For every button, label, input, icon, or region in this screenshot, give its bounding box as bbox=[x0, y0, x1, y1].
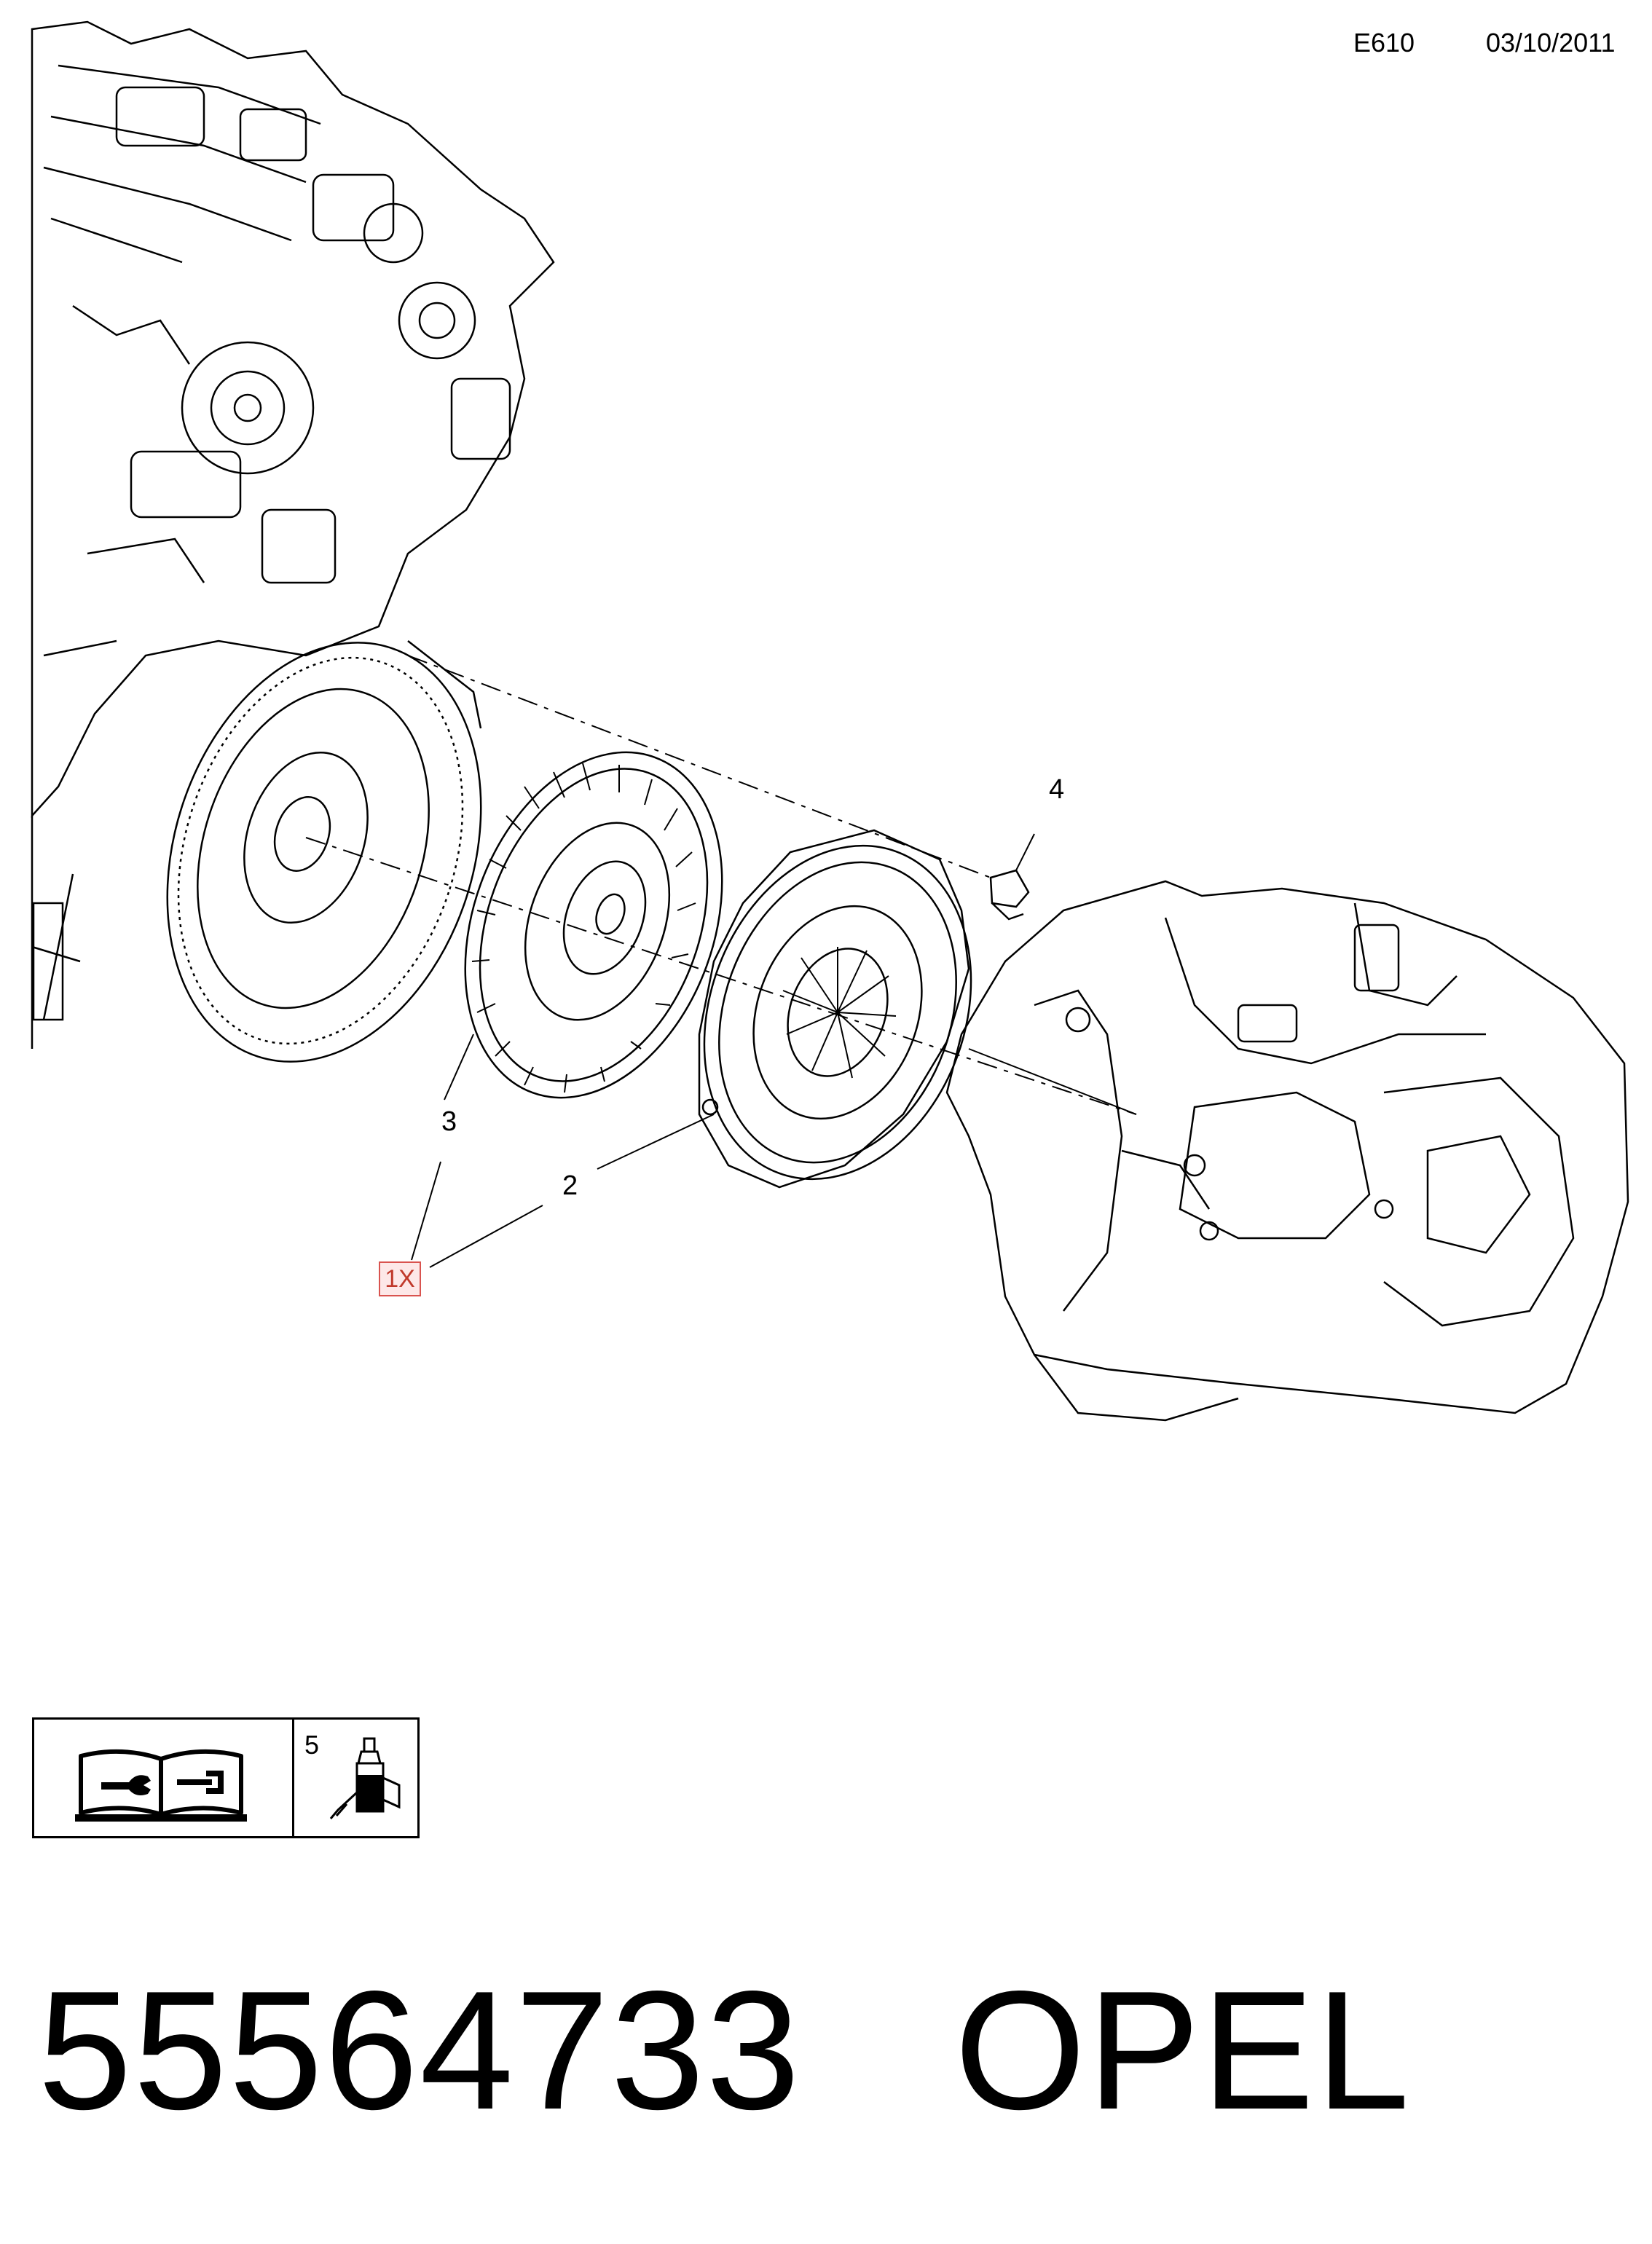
drawing-date: 03/10/2011 bbox=[1486, 28, 1616, 58]
brand-name: OPEL bbox=[954, 1956, 1412, 2145]
part-number: 55564733 bbox=[38, 1956, 802, 2145]
legend-manual-cell bbox=[34, 1720, 294, 1836]
flywheel bbox=[166, 640, 482, 1063]
callout-bolt: 4 bbox=[1049, 774, 1064, 805]
legend-table: 5 bbox=[32, 1717, 420, 1838]
transmission bbox=[945, 880, 1629, 1422]
bolt bbox=[989, 833, 1035, 921]
pressure-plate bbox=[698, 829, 972, 1189]
assembly-lines bbox=[305, 655, 1137, 1115]
exploded-clutch-diagram: 4 3 2 bbox=[31, 20, 1629, 1422]
legend-item-number: 5 bbox=[304, 1730, 320, 1760]
callout-clutch-disc: 3 bbox=[441, 1106, 457, 1137]
engine-block bbox=[31, 20, 555, 1049]
adhesive-bottle-icon bbox=[329, 1737, 401, 1819]
drawing-code: E610 bbox=[1353, 28, 1415, 58]
quantity-badge: 1X bbox=[379, 1261, 421, 1296]
leader-lines bbox=[411, 1034, 715, 1268]
clutch-disc bbox=[464, 751, 723, 1099]
workshop-manual-icon bbox=[75, 1749, 247, 1822]
legend-adhesive-cell: 5 bbox=[294, 1720, 417, 1836]
callout-pressure-plate: 2 bbox=[562, 1170, 578, 1201]
